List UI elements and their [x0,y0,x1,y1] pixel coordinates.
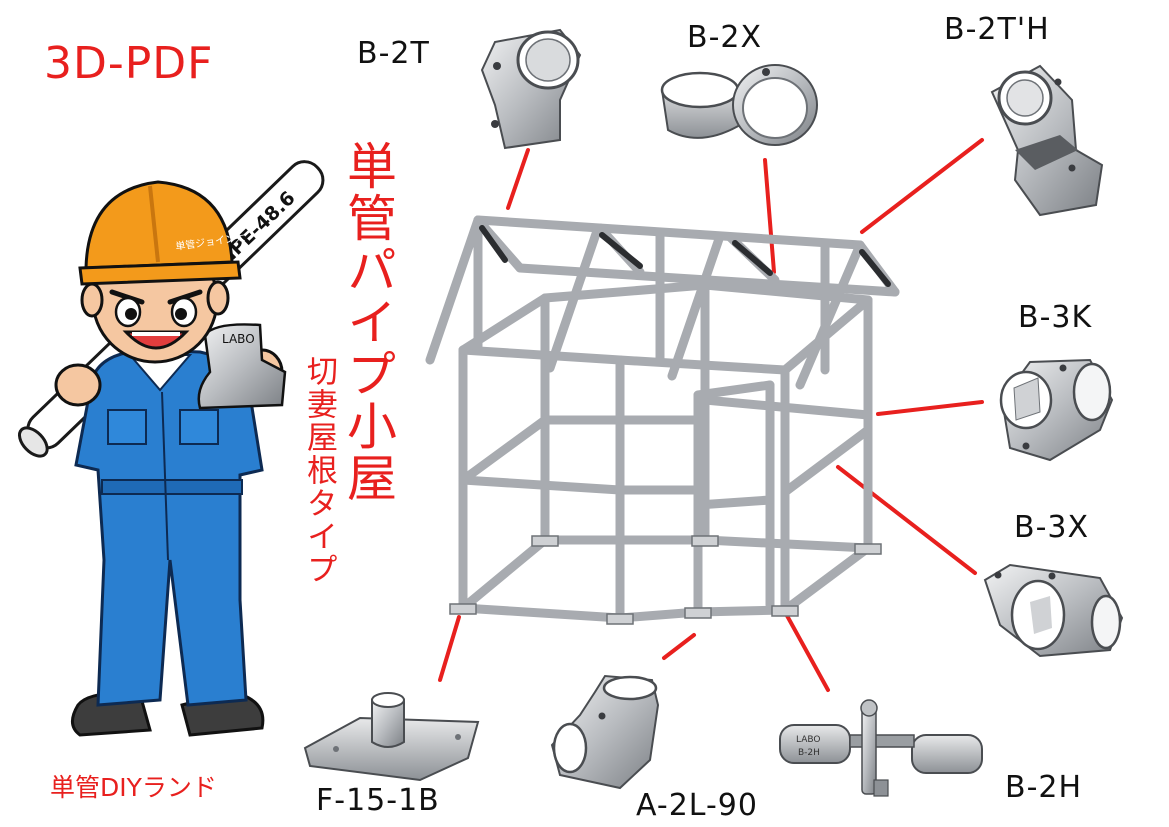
roof-braces [479,225,891,287]
leader-f151b [438,615,461,682]
base-plates [449,535,882,625]
part-b2th-image [990,64,1104,217]
part-label-b3k: B-3K [1018,300,1093,335]
mascot-part-text: LABO [222,332,255,346]
part-label-b2t: B-2T [357,36,430,71]
b2h-stamp-code: B-2H [798,748,820,758]
leader-lines [438,138,984,692]
part-b2t-image [480,28,582,150]
leader-b2x [763,158,776,274]
leader-b3x [836,465,977,575]
part-b3k-image [999,358,1114,462]
part-a2l90-image [550,674,660,790]
main-vertical-title: 単管パイプ小屋 [339,140,397,504]
part-label-b3x: B-3X [1014,510,1090,545]
part-f151b-image [303,692,480,782]
part-label-b2th: B-2T'H [944,12,1050,47]
leader-b3k [876,400,984,416]
hut-frame [425,215,900,623]
mascot-worker: PIPE-48.6 LABO [17,160,325,737]
part-b2h-image: LABO B-2H [779,699,983,797]
leader-b2h [783,610,830,692]
part-label-b2h: B-2H [1005,770,1083,805]
format-label: 3D-PDF [44,38,214,89]
b2h-stamp-labo: LABO [796,735,820,745]
part-b2x-image [660,64,818,146]
mascot-held-part: LABO [197,323,287,410]
part-b3x-image [983,563,1124,658]
part-label-a2l90: A-2L-90 [636,788,758,823]
brand-label: 単管DIYランド [50,773,217,802]
part-label-b2x: B-2X [687,20,763,55]
leader-b2th [860,138,984,234]
leader-a2l90 [662,633,696,660]
part-label-f151b: F-15-1B [316,783,440,818]
leader-b2t [506,148,530,210]
sub-vertical-title: 切妻屋根タイプ [301,355,337,586]
